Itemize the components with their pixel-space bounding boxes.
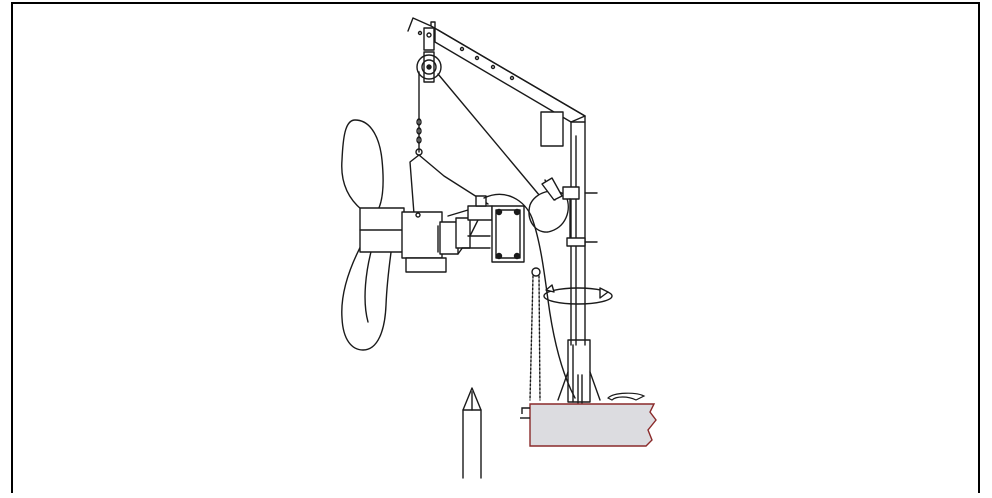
hoist-cable bbox=[409, 71, 556, 215]
mixer-motor bbox=[401, 195, 493, 273]
crane-jib bbox=[407, 17, 586, 147]
mounting-bracket bbox=[483, 193, 576, 401]
anchor-stake bbox=[462, 387, 482, 479]
rotation-arrow bbox=[543, 284, 613, 305]
crane-mast bbox=[557, 121, 601, 404]
winch bbox=[528, 177, 598, 247]
figure-border bbox=[11, 2, 980, 493]
pulley-wheel bbox=[416, 51, 442, 83]
propeller bbox=[341, 119, 405, 351]
concrete-base bbox=[520, 392, 657, 447]
